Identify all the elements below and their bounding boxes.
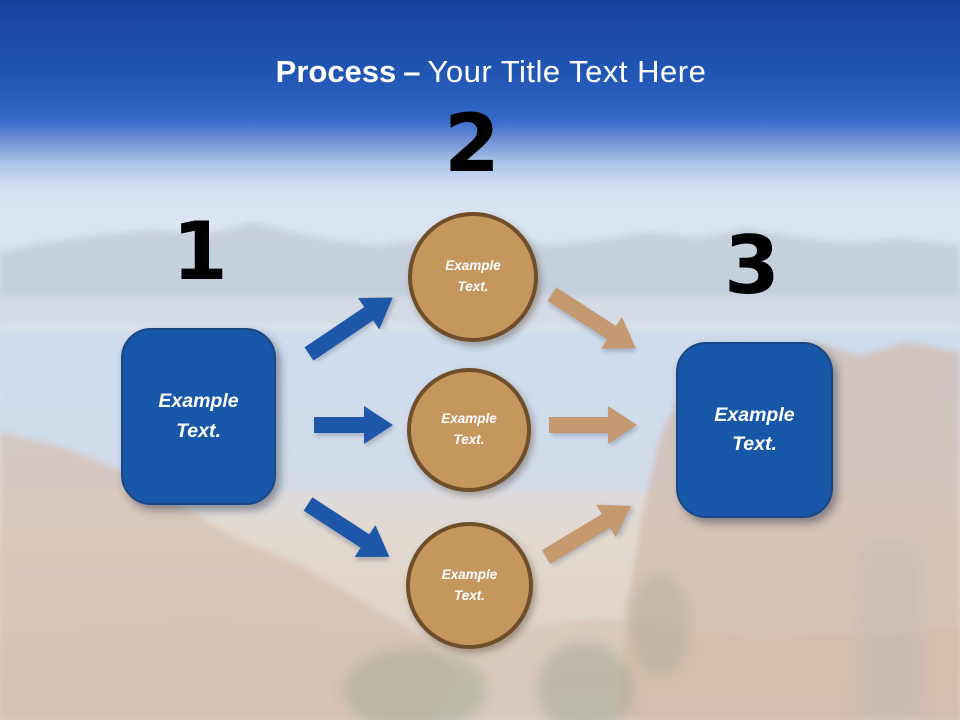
circle-top[interactable]: Example Text. [408,212,538,342]
title-emphasis: Process [275,54,397,89]
step3-box[interactable]: Example Text. [676,342,833,518]
title-separator: – [403,54,421,89]
step1-box[interactable]: Example Text. [121,328,276,505]
step-number-1: 1 [172,205,228,298]
step-number-3: 3 [724,219,780,312]
circle-top-label: Example Text. [445,258,501,294]
step3-box-label: Example Text. [714,403,795,455]
title-rest: Your Title Text Here [427,54,707,89]
circle-bottom-label: Example Text. [441,566,498,603]
slide-title[interactable]: Process–Your Title Text Here [0,52,960,92]
step-number-2: 2 [444,97,500,190]
circle-middle[interactable]: Example Text. [407,368,531,492]
step1-box-label: Example Text. [158,390,239,442]
circle-middle-label: Example Text. [441,411,497,447]
circle-bottom[interactable]: Example Text. [406,522,533,649]
